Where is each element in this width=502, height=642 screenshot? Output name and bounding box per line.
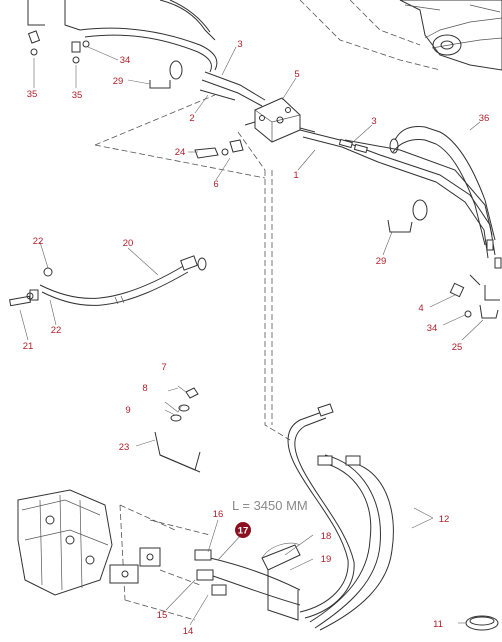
callout-8: 8 bbox=[142, 383, 147, 394]
fittings-21-22 bbox=[9, 267, 53, 307]
callout-2: 2 bbox=[189, 113, 194, 124]
callout-1: 1 bbox=[293, 170, 298, 181]
callout-6: 6 bbox=[213, 179, 218, 190]
pump-assembly bbox=[17, 489, 161, 596]
callout-5: 5 bbox=[294, 69, 299, 80]
callout-12: 12 bbox=[439, 514, 450, 525]
callout-29-lower: 29 bbox=[376, 256, 387, 267]
hose-length-note: L = 3450 MM bbox=[232, 498, 308, 513]
line-1 bbox=[299, 129, 502, 269]
callout-7: 7 bbox=[161, 362, 166, 373]
callout-35-right: 35 bbox=[72, 90, 83, 101]
callout-11: 11 bbox=[433, 619, 443, 630]
routing-dashed-lines bbox=[94, 94, 291, 621]
upper-hoses bbox=[79, 0, 266, 107]
callout-17-badge bbox=[235, 522, 251, 538]
callout-15: 15 bbox=[157, 610, 168, 621]
callout-24: 24 bbox=[175, 147, 186, 158]
fittings-24-6 bbox=[194, 139, 244, 159]
callout-19: 19 bbox=[321, 554, 332, 565]
hose-12 bbox=[194, 403, 394, 631]
bracket-23 bbox=[154, 431, 201, 473]
callout-3-right: 3 bbox=[371, 116, 376, 127]
callout-23: 23 bbox=[119, 442, 130, 453]
callout-14: 14 bbox=[183, 626, 194, 637]
bracket-29-upper bbox=[149, 60, 183, 89]
machine-frame-outline bbox=[299, 0, 502, 71]
callout-9: 9 bbox=[125, 405, 130, 416]
callout-16: 16 bbox=[213, 509, 224, 520]
bracket-29-lower bbox=[387, 199, 428, 233]
valve-block-5 bbox=[244, 97, 316, 143]
top-left-fittings bbox=[27, 0, 90, 64]
callout-17: 17 bbox=[238, 526, 249, 537]
callout-4: 4 bbox=[418, 303, 423, 314]
leader-lines bbox=[19, 46, 484, 626]
clamp-11 bbox=[465, 615, 499, 631]
callout-20: 20 bbox=[123, 238, 134, 249]
callout-3-upper: 3 bbox=[237, 39, 242, 50]
callout-29-upper: 29 bbox=[113, 76, 124, 87]
tube-36 bbox=[389, 126, 496, 246]
callout-21: 21 bbox=[23, 341, 34, 352]
callout-34-upper: 34 bbox=[120, 55, 131, 66]
nuts-7-8-9 bbox=[164, 385, 199, 422]
callout-22-lower: 22 bbox=[51, 325, 62, 336]
hose-20 bbox=[39, 255, 207, 306]
callout-35-left: 35 bbox=[27, 89, 38, 100]
right-fittings bbox=[449, 274, 500, 319]
callout-22-upper: 22 bbox=[33, 236, 44, 247]
callout-36: 36 bbox=[479, 113, 490, 124]
callout-34-lower: 34 bbox=[427, 323, 438, 334]
callout-25: 25 bbox=[452, 342, 463, 353]
callout-18: 18 bbox=[321, 531, 332, 542]
